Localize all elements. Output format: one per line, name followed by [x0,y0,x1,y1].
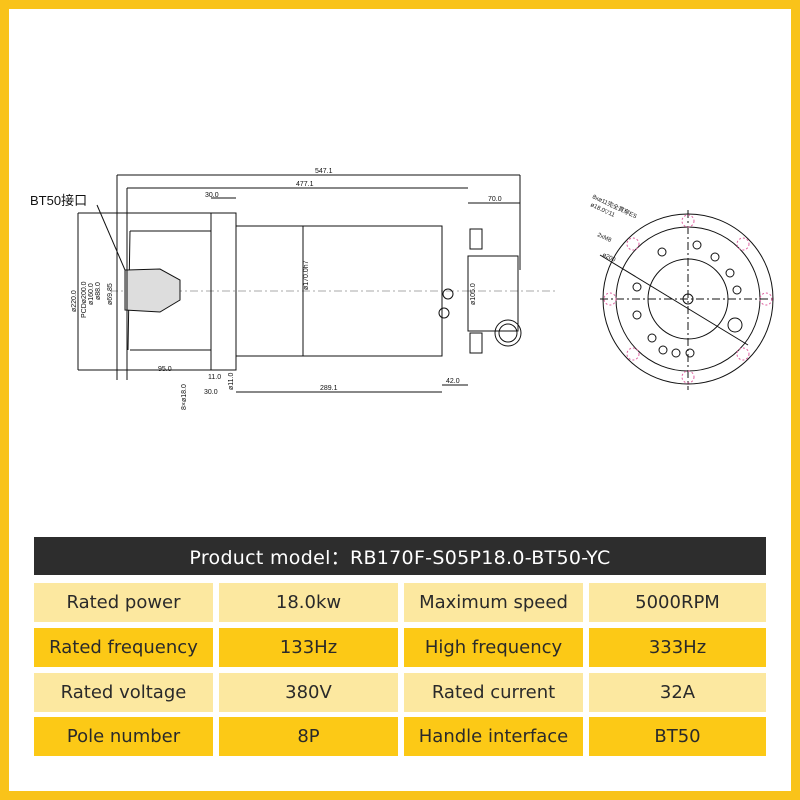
spec-label: Maximum speed [404,583,583,622]
dim-body: 477.1 [296,181,314,188]
dim-d88: ø88.0 [95,282,102,300]
dim-d170: ø170.0h7 [303,260,310,290]
dim-flange: 30.0 [205,192,219,199]
technical-drawing: 547.1 477.1 30.0 70.0 95.0 11.0 30.0 289… [30,168,776,410]
pcd-note: ø200 [601,252,617,263]
dim-rear: 70.0 [488,196,502,203]
dim-nose: 95.0 [158,366,172,373]
product-model-header: Product model：RB170F-S05P18.0-BT50-YC [34,537,766,575]
spec-value: 32A [589,673,766,712]
side-view: 547.1 477.1 30.0 70.0 95.0 11.0 30.0 289… [30,168,555,410]
dim-d220: ø220.0 [71,290,78,312]
dim-t11: 11.0 [208,374,221,381]
spec-value: 133Hz [219,628,398,667]
spec-label: Pole number [34,717,213,756]
dim-d69: ø69.85 [107,283,114,305]
spec-value: 333Hz [589,628,766,667]
dim-pcd: PCDø200.0 [81,281,88,318]
spec-value: 380V [219,673,398,712]
spec-value: 18.0kw [219,583,398,622]
dim-flange2: 30.0 [204,389,218,396]
end-view: 8xø11完全貫穿ES ø18.0▽11 2xM8 ø200 [589,193,776,390]
dim-d11: ø11.0 [228,373,235,390]
spec-label: Rated frequency [34,628,213,667]
dim-d160: ø160.0 [88,283,95,305]
dim-len: 289.1 [320,385,338,392]
spec-value: BT50 [589,717,766,756]
spec-label: Rated power [34,583,213,622]
bt50-callout: BT50接口 [30,193,87,208]
spec-label: Handle interface [404,717,583,756]
spec-value: 5000RPM [589,583,766,622]
dim-d105: ø105.0 [470,283,477,305]
thread-note: 2xM8 [596,232,612,244]
dim-holes: 8×ø18.0 [181,384,188,410]
spec-label: Rated current [404,673,583,712]
spec-label: Rated voltage [34,673,213,712]
spec-label: High frequency [404,628,583,667]
spec-value: 8P [219,717,398,756]
dim-overall: 547.1 [315,168,333,175]
dim-tail: 42.0 [446,378,460,385]
